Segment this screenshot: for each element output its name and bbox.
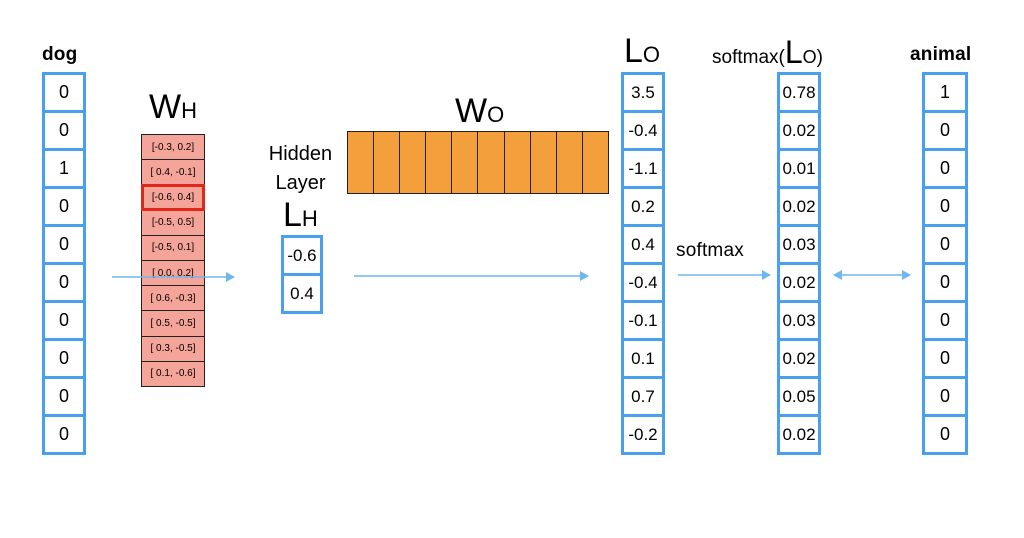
animal-cell: 0 xyxy=(922,300,968,341)
wh-subscript: H xyxy=(181,98,197,123)
softmax-title-suffix: ) xyxy=(816,47,823,68)
lo-cell: -0.4 xyxy=(621,262,665,303)
wh-matrix: [-0.3, 0.2][ 0.4, -0.1][-0.6, 0.4][-0.5,… xyxy=(141,134,205,387)
lo-title: LO xyxy=(624,32,660,71)
lo-subscript: O xyxy=(642,42,661,67)
softmax-cell: 0.02 xyxy=(777,338,821,379)
wo-column xyxy=(426,132,453,193)
wo-column xyxy=(452,132,479,193)
hidden-layer-label: Hidden Layer xyxy=(258,140,343,198)
wo-column xyxy=(374,132,401,193)
softmax-title-prefix: softmax( xyxy=(712,47,785,68)
wo-matrix xyxy=(347,131,609,194)
dog-label: dog xyxy=(42,44,78,65)
lo-cell: 0.2 xyxy=(621,186,665,227)
wo-column xyxy=(557,132,583,193)
wo-symbol: W xyxy=(455,92,488,130)
wh-row: [ 0.4, -0.1] xyxy=(141,159,205,186)
animal-cell: 0 xyxy=(922,376,968,417)
wo-column xyxy=(400,132,427,193)
softmax-arrow-label: softmax xyxy=(676,240,744,261)
softmax-title: softmax(LO) xyxy=(712,34,823,71)
softmax-cell: 0.02 xyxy=(777,414,821,455)
animal-label: animal xyxy=(910,44,972,65)
animal-cell: 1 xyxy=(922,72,968,113)
wh-row: [ 0.6, -0.3] xyxy=(141,285,205,312)
wh-symbol: W xyxy=(149,88,182,126)
lo-symbol: L xyxy=(624,32,643,70)
lh-subscript: H xyxy=(301,206,318,231)
softmax-cell: 0.02 xyxy=(777,186,821,227)
wo-column xyxy=(531,132,557,193)
wh-row: [ 0.1, -0.6] xyxy=(141,360,205,387)
wh-selected-row: [-0.6, 0.4] xyxy=(141,184,205,211)
animal-cell: 0 xyxy=(922,186,968,227)
wh-row: [ 0.3, -0.5] xyxy=(141,335,205,362)
lh-cell: 0.4 xyxy=(281,273,323,314)
wh-row: [ 0.0, 0.2] xyxy=(141,259,205,287)
animal-cell: 0 xyxy=(922,338,968,379)
wh-row: [ 0.5, -0.5] xyxy=(141,310,205,337)
softmax-title-subscript: O xyxy=(802,47,817,67)
wo-column xyxy=(505,132,531,193)
lh-symbol: L xyxy=(283,196,302,234)
softmax-cell: 0.02 xyxy=(777,110,821,151)
wo-subscript: O xyxy=(487,102,505,127)
animal-cell: 0 xyxy=(922,414,968,455)
wh-row: [-0.5, 0.1] xyxy=(141,234,205,261)
wh-title: WH xyxy=(149,88,197,127)
lo-cell: -0.1 xyxy=(621,300,665,341)
softmax-cell: 0.01 xyxy=(777,148,821,189)
softmax-cell: 0.05 xyxy=(777,376,821,417)
wo-column xyxy=(478,132,505,193)
lo-cell: 0.1 xyxy=(621,338,665,379)
wo-title: WO xyxy=(455,92,504,131)
wo-column xyxy=(348,132,375,193)
dog-cell: 0 xyxy=(42,414,86,455)
lh-cell: -0.6 xyxy=(281,235,323,276)
lh-title: LH xyxy=(283,196,318,235)
hidden-layer-line2: Layer xyxy=(275,172,326,194)
hidden-layer-line1: Hidden xyxy=(268,143,333,165)
softmax-title-symbol: L xyxy=(784,34,803,70)
lo-cell: -0.2 xyxy=(621,414,665,455)
